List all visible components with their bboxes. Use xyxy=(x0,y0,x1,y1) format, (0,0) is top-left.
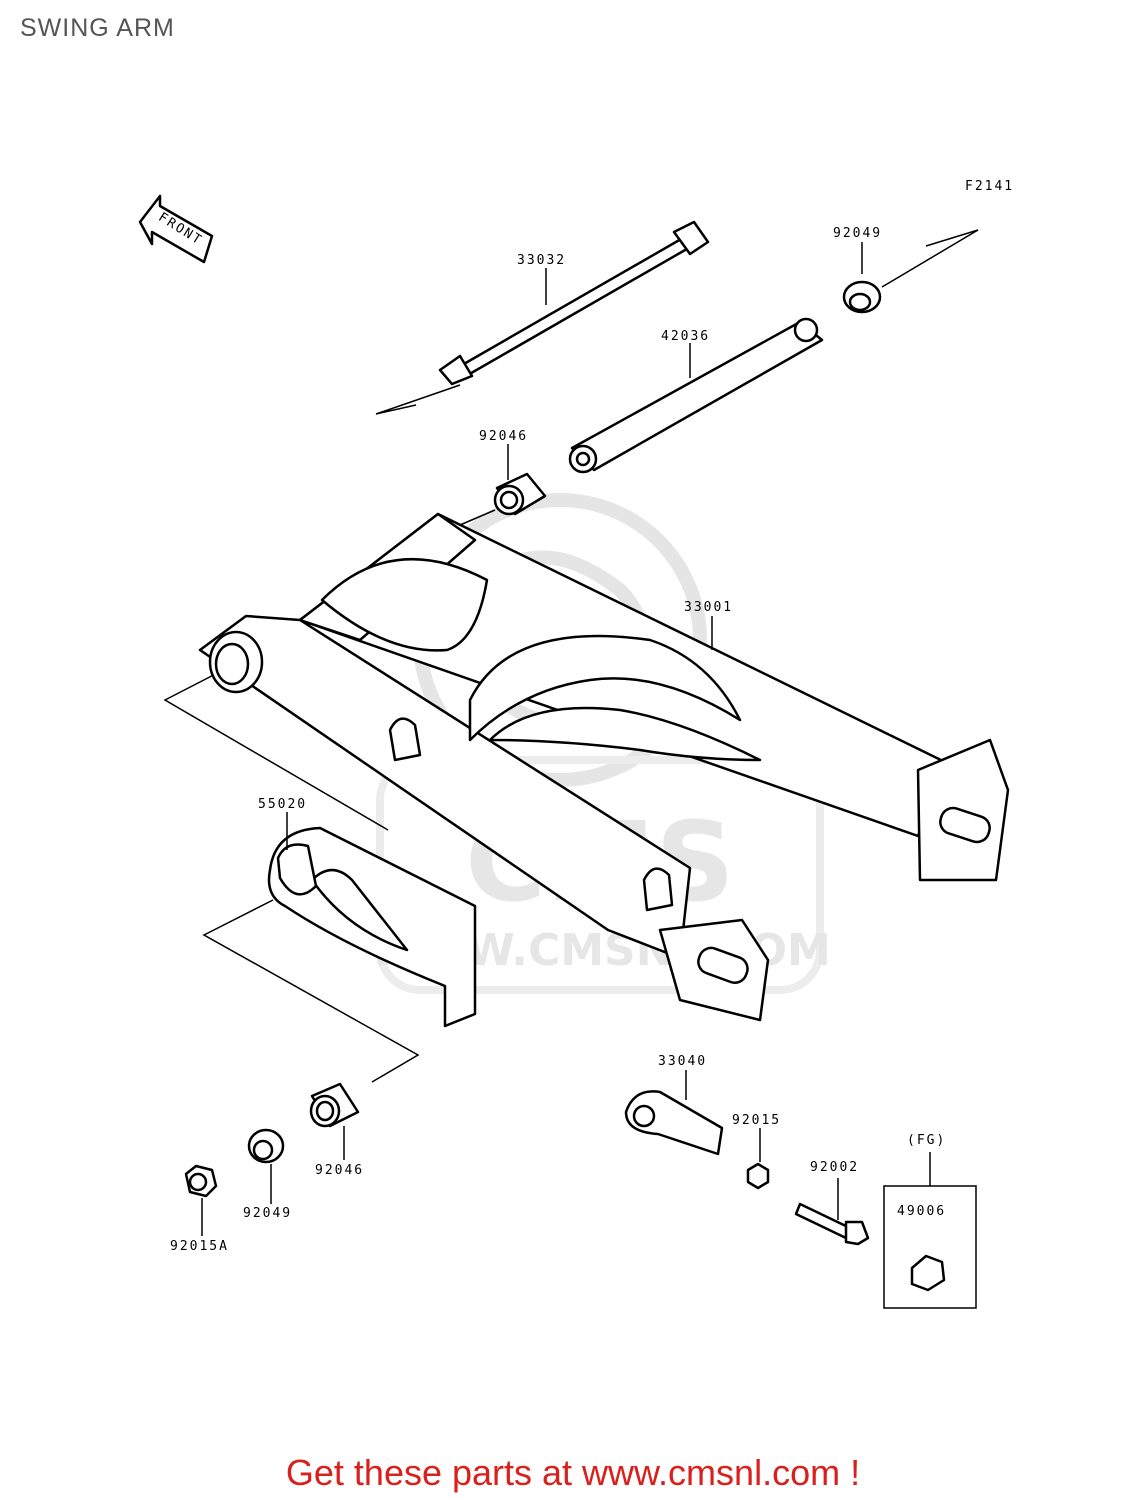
bolt-92002 xyxy=(794,1202,870,1246)
nut-92015 xyxy=(746,1162,770,1190)
promo-footer: Get these parts at www.cmsnl.com ! xyxy=(0,1452,1146,1494)
label-92015: 92015 xyxy=(732,1113,781,1128)
label-92049-bottom: 92049 xyxy=(243,1206,292,1221)
label-42036: 42036 xyxy=(661,329,710,344)
label-55020: 55020 xyxy=(258,797,307,812)
front-arrow-icon: FRONT xyxy=(138,194,214,264)
label-92046-bottom: 92046 xyxy=(315,1163,364,1178)
label-92015a: 92015A xyxy=(170,1239,229,1254)
sleeve-42036 xyxy=(568,317,824,474)
bearing-92046-top xyxy=(493,472,547,516)
nut-92015a xyxy=(184,1164,218,1198)
figure-code: F2141 xyxy=(965,179,1014,194)
label-49006-note: (FG) xyxy=(907,1133,946,1148)
parts-diagram: CMS WWW.CMSNL.COM FRONT F2141 33032 9204… xyxy=(138,179,1014,1309)
swing-arm-33001 xyxy=(198,512,1010,1022)
collar-92049-top xyxy=(842,280,882,314)
promo-link[interactable]: Get these parts at www.cmsnl.com ! xyxy=(285,1452,861,1493)
page-title: SWING ARM xyxy=(20,14,175,42)
label-92002: 92002 xyxy=(810,1160,859,1175)
chain-adjuster-33040 xyxy=(624,1090,724,1156)
label-49006: 49006 xyxy=(897,1204,946,1219)
pivot-shaft-33032 xyxy=(438,220,710,386)
label-33001: 33001 xyxy=(684,600,733,615)
chain-guide-55020 xyxy=(267,826,477,1028)
label-92049-top: 92049 xyxy=(833,226,882,241)
collar-92049-bottom xyxy=(247,1128,285,1164)
label-33040: 33040 xyxy=(658,1054,707,1069)
label-92046-top: 92046 xyxy=(479,429,528,444)
bearing-92046-bottom xyxy=(309,1082,360,1128)
label-33032: 33032 xyxy=(517,253,566,268)
